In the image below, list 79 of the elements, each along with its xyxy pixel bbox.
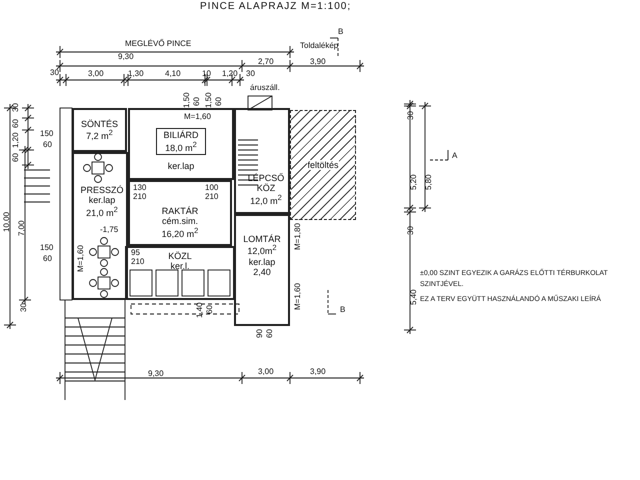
dimension-label: M=1,60 [77, 245, 85, 272]
dimension-label: 10 [202, 70, 211, 78]
dimension-label: M=1,60 [184, 113, 211, 121]
dimension-label: B [340, 306, 346, 314]
room [125, 246, 235, 300]
dimension-label: MEGLÉVŐ PINCE [125, 40, 192, 48]
plan-title: PINCE ALAPRAJZ M=1:100; [200, 1, 352, 12]
dimension-label: 1,30 [128, 70, 144, 78]
dimension-label: A [452, 152, 458, 160]
dimension-label: 60 [206, 305, 214, 314]
dimension-label: 60 [12, 119, 20, 128]
room-label: LOMTÁR [243, 234, 281, 244]
room-label: 7,2 m$^{2}$ [86, 129, 113, 142]
dimension-label: B [338, 28, 344, 36]
room-label: ker.lap [248, 256, 276, 268]
dimension-label: 30 [407, 111, 415, 120]
room-label: cém.sim. [162, 216, 198, 227]
room-label: 12,0 m$^{2}$ [250, 194, 282, 206]
room-label: ker.l. [170, 261, 190, 272]
dimension-label: 210 [205, 193, 218, 201]
dimension-label: 5,20 [410, 174, 418, 190]
dimension-label: 5,80 [425, 174, 433, 190]
room [72, 152, 128, 300]
room-label: SÖNTÉS [80, 118, 118, 129]
dimension-label: 60 [43, 255, 52, 263]
room-label: ker.lap [168, 161, 194, 172]
dimension-label: 3,00 [258, 368, 274, 376]
dimension-label: 150 [40, 130, 54, 138]
room-label: feltöltés [307, 160, 339, 170]
dimension-label: 95 [131, 249, 140, 257]
dimension-label: 60 [266, 329, 274, 338]
dimension-label: 60 [215, 97, 223, 106]
dimension-label: 60 [43, 141, 52, 149]
room [234, 214, 290, 326]
dimension-label: 60 [193, 97, 201, 106]
dimension-label: áruszáll. [250, 84, 280, 92]
dimension-label: 1,20 [12, 132, 20, 148]
room-label: PRESSZÓ [80, 185, 124, 196]
room-name-frame: BILIÁRD 18,0 m$^{2}$ [156, 128, 206, 156]
dimension-label: 7,00 [18, 220, 26, 236]
dimension-label: 100 [205, 184, 218, 192]
dimension-label: 90 [256, 329, 264, 338]
dimension-label: 3,90 [310, 368, 326, 376]
hatched-area [290, 110, 356, 220]
dimension-label: 3,00 [88, 70, 104, 78]
dimension-label: 3,90 [310, 58, 326, 66]
dimension-label: Toldalékép [300, 42, 338, 50]
dimension-label: 150 [40, 244, 54, 252]
room [128, 108, 234, 180]
dimension-label: 30 [12, 103, 20, 112]
room-label: 2,40 [253, 267, 271, 278]
room-label: ker.lap [88, 195, 116, 206]
room-label: 12,0m$^{2}$ [247, 244, 277, 257]
dimension-label: M=1,80 [294, 223, 302, 250]
room-label: RAKTÁR [162, 206, 198, 216]
dimension-label: 10,00 [3, 212, 11, 232]
dimension-label: 30 [20, 303, 28, 312]
dimension-label: 30 [50, 69, 59, 77]
room-label: 16,20 m$^{2}$ [162, 226, 198, 240]
dimension-label: 2,70 [258, 58, 274, 66]
dimension-label: 1,20 [222, 70, 238, 78]
dimension-label: 60 [12, 153, 20, 162]
room-label: KÖZL [168, 251, 192, 262]
room [234, 108, 290, 214]
dimension-label: 30 [246, 70, 255, 78]
dimension-label: 30 [407, 226, 415, 235]
dimension-label: 1,50 [205, 92, 213, 108]
room-label: LÉPCSŐ KÖZ [246, 172, 286, 194]
room [128, 180, 232, 246]
dimension-label: 130 [133, 184, 146, 192]
room-label: 21,0 m$^{2}$ [86, 206, 118, 218]
dimension-label: 9,30 [148, 370, 164, 378]
room [72, 108, 127, 152]
dimension-label: 9,30 [118, 53, 134, 61]
dimension-label: 210 [133, 193, 146, 201]
dimension-label: -1,75 [100, 226, 118, 234]
dimension-label: 5,40 [410, 289, 418, 305]
dimension-label: 4,10 [165, 70, 181, 78]
dimension-label: 210 [131, 258, 144, 266]
